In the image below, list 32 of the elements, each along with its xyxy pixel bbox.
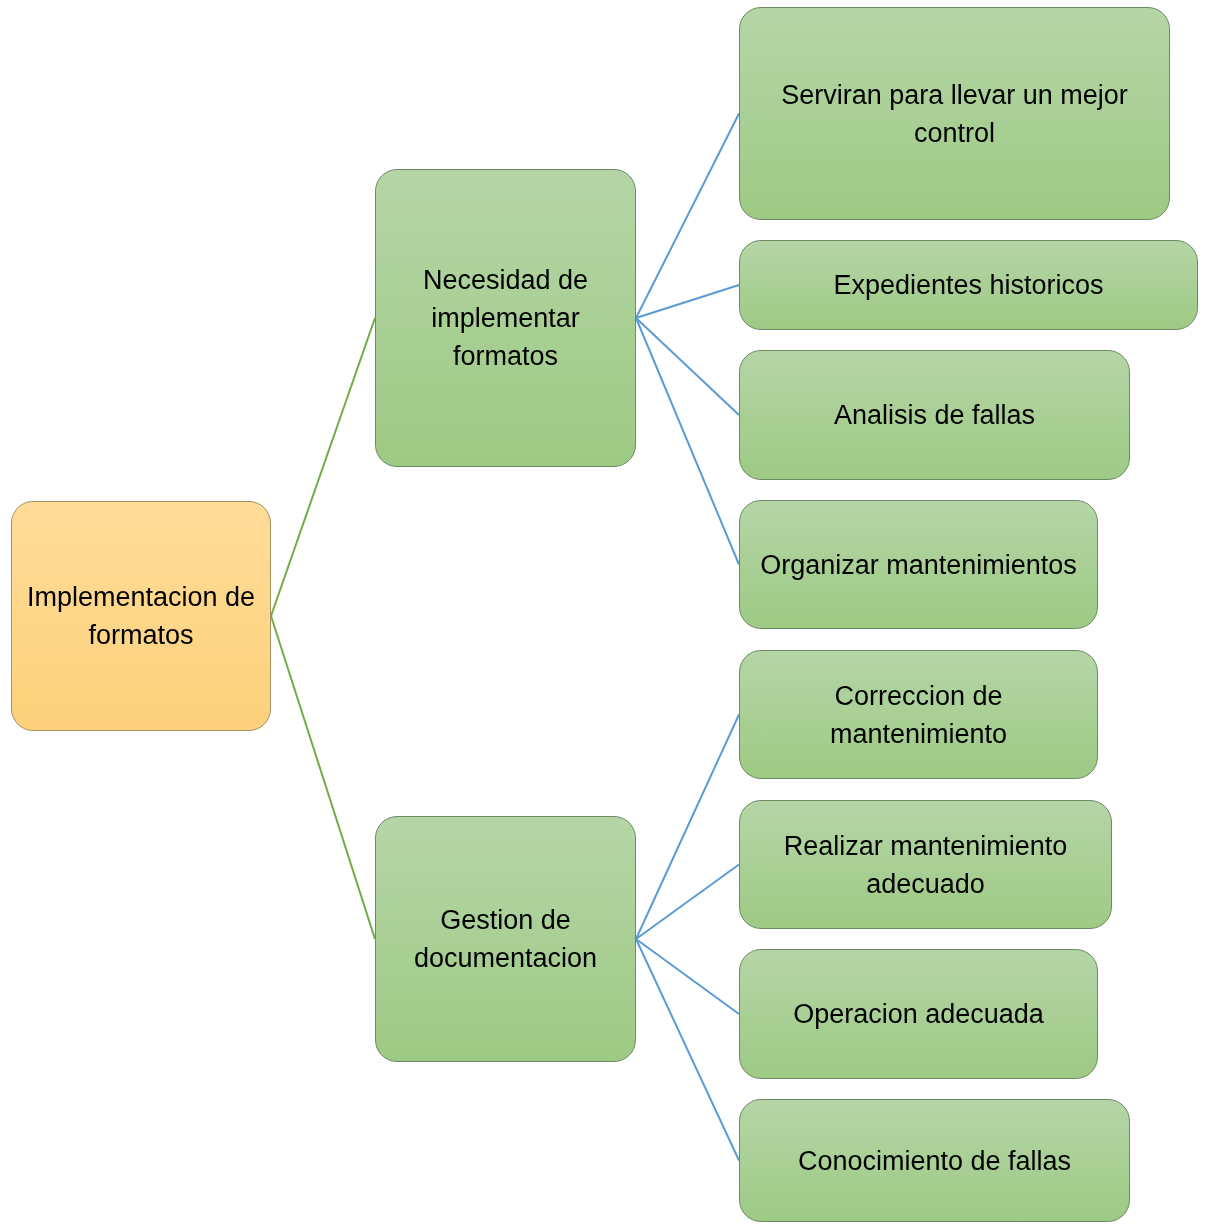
connector-line xyxy=(635,713,740,940)
root-topic-box xyxy=(11,501,271,731)
connector-line xyxy=(635,317,740,566)
topic-text: Operacion adecuada xyxy=(793,998,1044,1031)
connector-line xyxy=(635,284,740,319)
topic-box xyxy=(739,350,1130,480)
topic-box xyxy=(739,650,1098,779)
topic-box xyxy=(739,240,1198,330)
connector-line xyxy=(635,938,740,1015)
connector-line xyxy=(635,938,740,1162)
topic-box xyxy=(739,7,1170,220)
connector-line xyxy=(270,317,376,617)
topic-text: Correccion de mantenimiento xyxy=(828,679,1009,751)
topic-text: Organizar mantenimientos xyxy=(760,548,1077,582)
connector-line xyxy=(270,615,376,940)
topic-text: Expedientes historicos xyxy=(833,269,1104,302)
topic-text: Gestion de documentacion xyxy=(412,904,599,975)
topic-box xyxy=(375,816,636,1062)
topic-box xyxy=(739,800,1112,929)
connector-line xyxy=(635,863,740,940)
topic-text: Implementacion de formatos xyxy=(25,581,257,652)
topic-text: Necesidad de implementar formatos xyxy=(421,264,590,373)
connector-line xyxy=(635,317,740,416)
topic-box xyxy=(739,500,1098,629)
topic-text: Analisis de fallas xyxy=(833,399,1036,432)
topic-text: Realizar mantenimiento adecuado xyxy=(782,829,1069,901)
topic-text: Conocimiento de fallas xyxy=(797,1144,1072,1178)
topic-box xyxy=(739,1099,1130,1222)
connector-line xyxy=(635,112,740,319)
topic-box xyxy=(739,949,1098,1079)
topic-box xyxy=(375,169,636,467)
topic-text: Serviran para llevar un mejor control xyxy=(780,78,1129,150)
